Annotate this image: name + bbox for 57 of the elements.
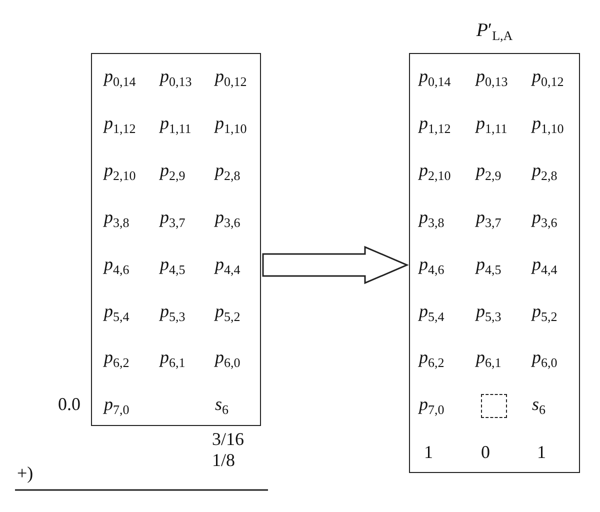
value-label: 3/16	[212, 428, 244, 450]
matrix-entry: p$_{4,4}$	[532, 253, 558, 279]
matrix-entry: p$_{0,13}$	[160, 65, 192, 91]
matrix-entry: p$_{5,4}$	[419, 300, 444, 326]
matrix-entry: p$_{4,5}$	[160, 253, 186, 279]
matrix-entry: p$_{5,2}$	[532, 300, 558, 326]
matrix-entry: s$_{6}$	[215, 393, 229, 419]
matrix-entry: p$_{5,4}$	[104, 300, 130, 326]
matrix-entry: p$_{3,7}$	[476, 206, 502, 232]
matrix-entry: p$_{6,1}$	[160, 346, 186, 372]
placeholder-box	[481, 394, 507, 418]
matrix-entry: p$_{4,6}$	[104, 253, 130, 279]
matrix-title: P′$_{L,A}$	[476, 20, 513, 45]
bit-value: 1	[424, 441, 433, 463]
matrix-entry: p$_{7,0}$	[419, 393, 444, 419]
matrix-entry: p$_{4,5}$	[476, 253, 502, 279]
matrix-entry: p$_{5,3}$	[476, 300, 502, 326]
matrix-entry: p$_{0,13}$	[476, 65, 508, 91]
matrix-entry: p$_{0,14}$	[104, 65, 136, 91]
matrix-entry: p$_{2,9}$	[476, 159, 502, 185]
matrix-entry: p$_{2,10}$	[419, 159, 451, 185]
matrix-entry: p$_{4,4}$	[215, 253, 240, 279]
matrix-entry: p$_{3,8}$	[104, 206, 130, 232]
bit-value: 1	[537, 441, 546, 463]
matrix-entry: p$_{2,10}$	[104, 159, 136, 185]
matrix-entry: p$_{3,8}$	[419, 206, 444, 232]
matrix-entry: p$_{6,0}$	[215, 346, 240, 372]
matrix-entry: s$_{6}$	[532, 393, 546, 419]
matrix-entry: p$_{3,6}$	[215, 206, 240, 232]
matrix-box	[91, 53, 261, 426]
matrix-entry: p$_{1,10}$	[215, 112, 247, 138]
matrix-entry: p$_{1,11}$	[476, 112, 508, 138]
matrix-entry: p$_{1,10}$	[532, 112, 564, 138]
matrix-entry: p$_{5,2}$	[215, 300, 240, 326]
matrix-entry: p$_{6,0}$	[532, 346, 558, 372]
matrix-entry: p$_{7,0}$	[104, 393, 130, 419]
matrix-entry: p$_{3,7}$	[160, 206, 186, 232]
matrix-entry: p$_{4,6}$	[419, 253, 444, 279]
matrix-entry: p$_{2,9}$	[160, 159, 186, 185]
matrix-entry: p$_{0,12}$	[532, 65, 564, 91]
value-label: 0.0	[58, 393, 80, 415]
matrix-entry: p$_{2,8}$	[532, 159, 558, 185]
matrix-entry: p$_{0,14}$	[419, 65, 451, 91]
matrix-entry: p$_{1,11}$	[160, 112, 192, 138]
matrix-entry: p$_{2,8}$	[215, 159, 240, 185]
matrix-entry: p$_{1,12}$	[104, 112, 136, 138]
block-arrow	[262, 246, 409, 284]
matrix-entry: p$_{6,1}$	[476, 346, 502, 372]
matrix-entry: p$_{3,6}$	[532, 206, 558, 232]
matrix-entry: p$_{6,2}$	[104, 346, 130, 372]
matrix-entry: p$_{5,3}$	[160, 300, 186, 326]
matrix-entry: p$_{6,2}$	[419, 346, 444, 372]
matrix-entry: p$_{0,12}$	[215, 65, 247, 91]
value-label: 1/8	[212, 449, 236, 471]
matrix-entry: p$_{1,12}$	[419, 112, 451, 138]
bit-value: 0	[481, 441, 490, 463]
value-label: +)	[17, 462, 34, 484]
